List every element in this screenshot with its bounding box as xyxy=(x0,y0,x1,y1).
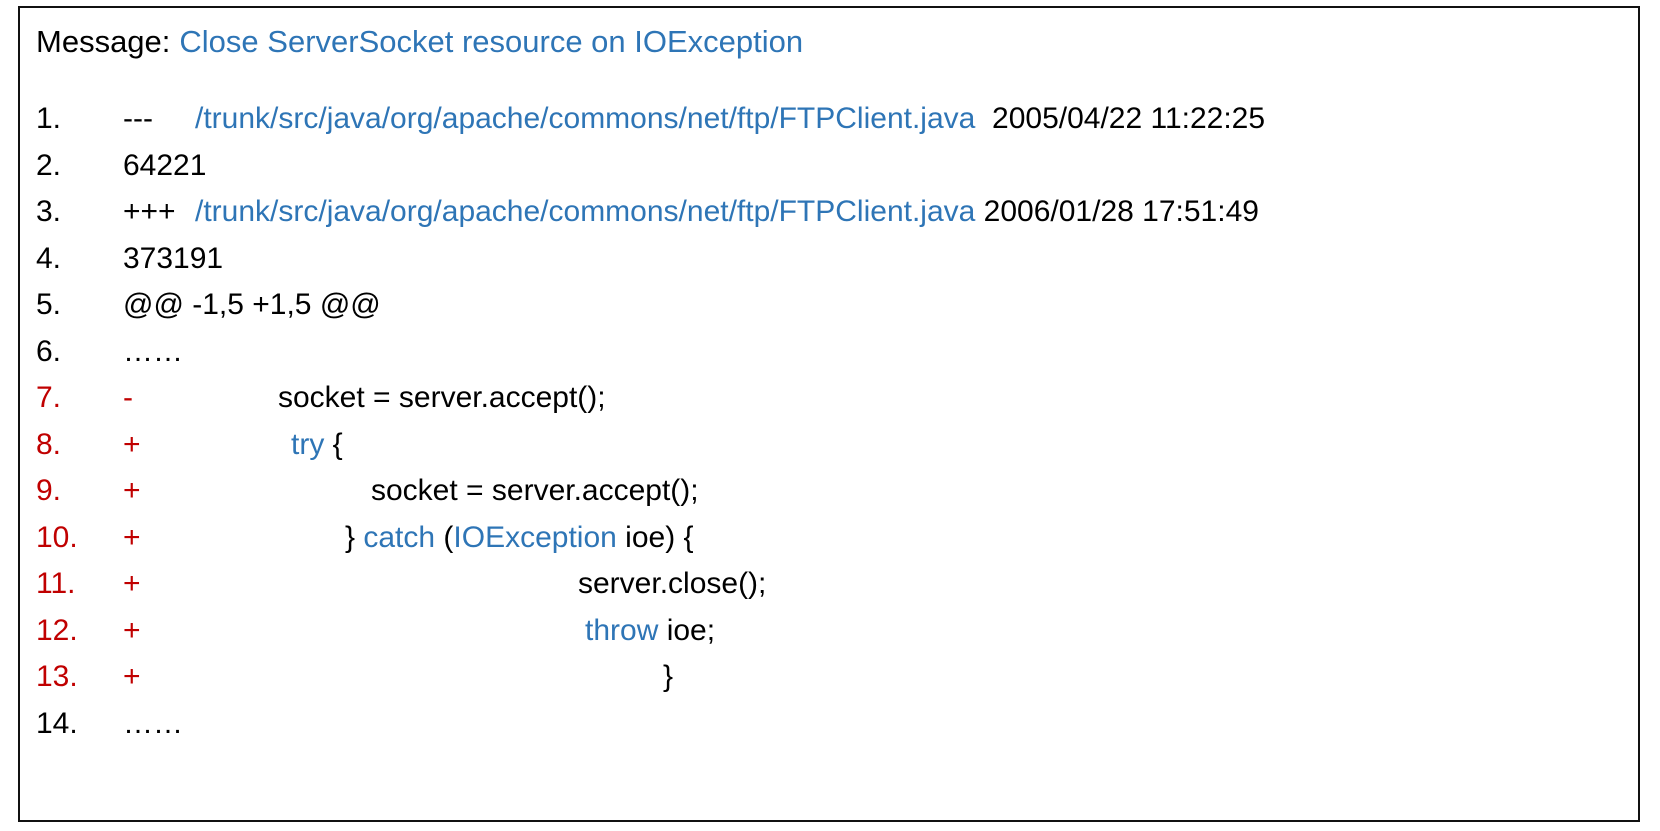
diff-line-content: 64221 xyxy=(123,143,206,190)
diff-line: 12. + throw ioe; xyxy=(20,608,1638,655)
code-token: @@ -1,5 +1,5 @@ xyxy=(123,288,381,321)
diff-panel: Message:Close ServerSocket resource on I… xyxy=(18,6,1640,822)
diff-line: 4. 373191 xyxy=(20,236,1638,283)
code-token: catch xyxy=(363,520,436,554)
diff-line-number: 13. xyxy=(36,660,78,693)
diff-line-number: 3. xyxy=(36,195,62,228)
diff-line-content: throw ioe; xyxy=(585,608,715,655)
diff-line-content: …… xyxy=(123,329,183,376)
diff-line-content: /trunk/src/java/org/apache/commons/net/f… xyxy=(195,189,1259,236)
diff-line-number: 9. xyxy=(36,474,62,507)
code-token: IOException xyxy=(453,520,617,554)
diff-line-number: 4. xyxy=(36,241,62,275)
code-token: } xyxy=(345,520,364,554)
code-token: /trunk/src/java/org/apache/commons/net/f… xyxy=(195,195,976,228)
diff-line: 6. …… xyxy=(20,329,1638,376)
diff-line-content: …… xyxy=(123,701,183,748)
diff-line: 3. +++ /trunk/src/java/org/apache/commons/… xyxy=(20,189,1638,236)
diff-line-number: 1. xyxy=(36,102,62,135)
diff-marker: + xyxy=(123,613,141,647)
diff-line-content: try { xyxy=(291,422,343,469)
diff-line-number: 7. xyxy=(36,381,62,414)
code-token: { xyxy=(324,427,343,461)
code-token: socket = server.accept(); xyxy=(371,474,699,507)
diff-line: 14. …… xyxy=(20,701,1638,748)
diff-line: 9. + socket = server.accept(); xyxy=(20,468,1638,515)
code-token: 64221 xyxy=(123,148,207,182)
diff-line: 7. - socket = server.accept(); xyxy=(20,375,1638,422)
diff-marker: + xyxy=(123,660,141,693)
diff-marker: + xyxy=(123,520,141,554)
diff-line-content: } catch (IOException ioe) { xyxy=(345,515,694,562)
code-token: ioe) { xyxy=(616,520,694,554)
diff-line: 11. + server.close(); xyxy=(20,561,1638,608)
diff-line-number: 14. xyxy=(36,706,78,740)
diff-line: 10.+} catch (IOException ioe) { xyxy=(20,515,1638,562)
code-token: socket = server.accept(); xyxy=(278,381,606,414)
code-token: /trunk/src/java/org/apache/commons/net/f… xyxy=(195,102,976,135)
diff-line-number: 6. xyxy=(36,334,62,368)
diff-marker: +++ xyxy=(123,195,176,228)
code-token: } xyxy=(663,660,674,693)
code-token: try xyxy=(291,427,325,461)
message-row: Message:Close ServerSocket resource on I… xyxy=(36,22,803,62)
code-token: 2005/04/22 11:22:25 xyxy=(975,102,1266,135)
diff-line: 13. +} xyxy=(20,654,1638,701)
code-token: …… xyxy=(123,334,183,368)
code-token: ( xyxy=(435,520,454,554)
diff-marker: - xyxy=(123,381,133,414)
code-token: 373191 xyxy=(123,241,224,275)
diff-line-number: 10. xyxy=(36,520,78,554)
diff-line-number: 8. xyxy=(36,427,62,461)
diff-marker: --- xyxy=(123,102,153,135)
diff-line-content: /trunk/src/java/org/apache/commons/net/f… xyxy=(195,96,1265,143)
diff-line: 2. 64221 xyxy=(20,143,1638,190)
diff-line: 8. + try { xyxy=(20,422,1638,469)
diff-line-list: 1. --- /trunk/src/java/org/apache/commons/… xyxy=(20,96,1638,747)
code-token: throw xyxy=(585,613,659,647)
diff-line-number: 11. xyxy=(36,567,76,600)
diff-line: 5. @@ -1,5 +1,5 @@ xyxy=(20,282,1638,329)
diff-line-number: 2. xyxy=(36,148,62,182)
message-label: Message: xyxy=(36,24,171,59)
message-text: Close ServerSocket resource on IOExcepti… xyxy=(179,24,804,59)
diff-marker: + xyxy=(123,567,141,600)
code-token: server.close(); xyxy=(578,567,767,600)
code-token: 2006/01/28 17:51:49 xyxy=(975,195,1259,228)
diff-marker: + xyxy=(123,474,141,507)
diff-line-content: server.close(); xyxy=(578,561,766,608)
code-token: …… xyxy=(123,706,183,740)
diff-line-content: @@ -1,5 +1,5 @@ xyxy=(123,282,381,329)
diff-line: 1. --- /trunk/src/java/org/apache/commons/… xyxy=(20,96,1638,143)
diff-marker: + xyxy=(123,427,141,461)
diff-line-number: 12. xyxy=(36,613,78,647)
code-token: ioe; xyxy=(658,613,716,647)
diff-line-number: 5. xyxy=(36,288,62,321)
diff-line-content: socket = server.accept(); xyxy=(278,375,606,422)
diff-line-content: 373191 xyxy=(123,236,223,283)
diff-line-content: } xyxy=(663,654,673,701)
diff-line-content: socket = server.accept(); xyxy=(371,468,699,515)
